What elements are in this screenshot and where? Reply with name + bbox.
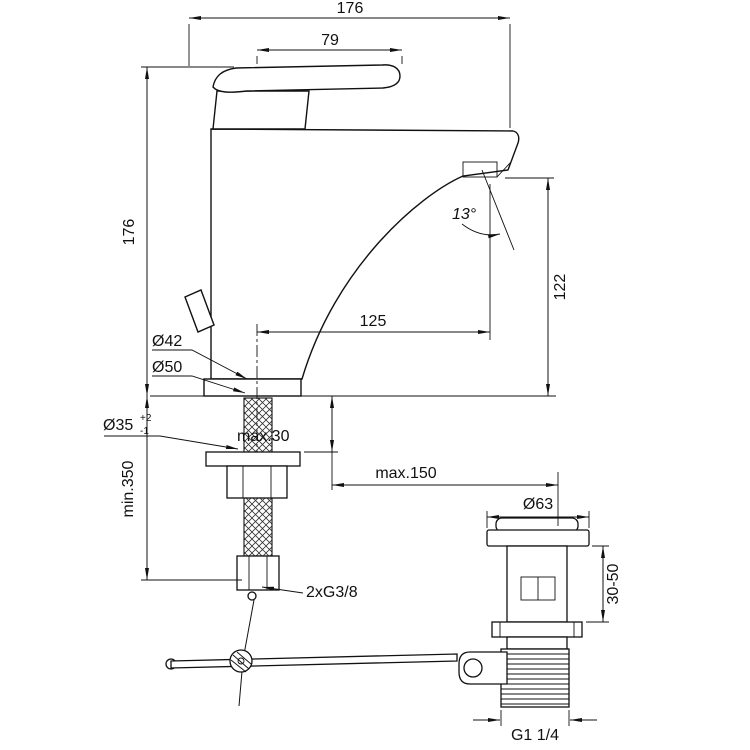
dim-spout-angle: 13° (452, 206, 477, 223)
leader-dia-body (152, 349, 248, 380)
dim-total-width: 176 (337, 0, 364, 17)
faucet-neck (212, 90, 310, 130)
base-flange (203, 378, 302, 397)
waste-neck (506, 636, 568, 650)
dim-lever-reach: 79 (321, 32, 339, 49)
dim-deck-thickness: max.30 (237, 428, 290, 445)
leader-dia-hole (104, 435, 239, 450)
dim-waste-deck-range: 30-50 (605, 563, 622, 604)
leader-dia-base (152, 375, 246, 394)
dim-dia-hole: Ø35 (103, 417, 133, 434)
waste-flange (486, 529, 590, 547)
dim-spout-reach: 125 (360, 313, 387, 330)
dim-dia-waste-flange: Ø63 (523, 496, 553, 513)
dim-waste-distance: max.150 (375, 465, 436, 482)
aerator (462, 161, 498, 178)
dim-spout-height: 122 (552, 274, 569, 301)
inlet-ball-joint (463, 658, 483, 678)
pop-up-rod (165, 599, 458, 707)
horizontal-rod (170, 653, 458, 669)
dim-dia-base: Ø50 (152, 359, 182, 376)
dim-dia-hole-tol-plus: +2 (140, 413, 152, 424)
mounting-washer (205, 451, 301, 467)
tailpiece-threads (501, 653, 569, 705)
faucet-lever (212, 64, 401, 93)
pop-up-waste (458, 517, 590, 708)
hose-coupling-nut (236, 555, 280, 591)
rod-eyelet (247, 591, 257, 601)
dim-hose-length: min.350 (120, 460, 137, 517)
pull-rod-knob (184, 289, 215, 333)
spout-tip-edge (496, 161, 512, 178)
hose-and-fixing (205, 397, 301, 601)
dim-hose-connection: 2xG3/8 (306, 584, 358, 601)
spray-axis-line (481, 169, 515, 251)
mounting-nut (226, 465, 288, 499)
pivot-screw (237, 657, 245, 665)
dim-height: 176 (121, 219, 138, 246)
faucet-body (210, 128, 520, 380)
pivot-hatch (230, 651, 252, 673)
dimensions: 176 79 176 122 13° 125 Ø42 Ø50 Ø35 +2 -1 (103, 0, 622, 744)
angle-arc (461, 223, 501, 239)
faucet-outline (150, 64, 556, 468)
waste-locknut (491, 621, 583, 638)
dim-dia-hole-tol-minus: -1 (140, 426, 149, 437)
dim-waste-connection: G1 1/4 (511, 727, 559, 744)
dim-dia-body: Ø42 (152, 333, 182, 350)
waste-body (506, 545, 568, 623)
leader-hose-connection (261, 586, 304, 594)
waste-tailpiece (500, 648, 570, 708)
